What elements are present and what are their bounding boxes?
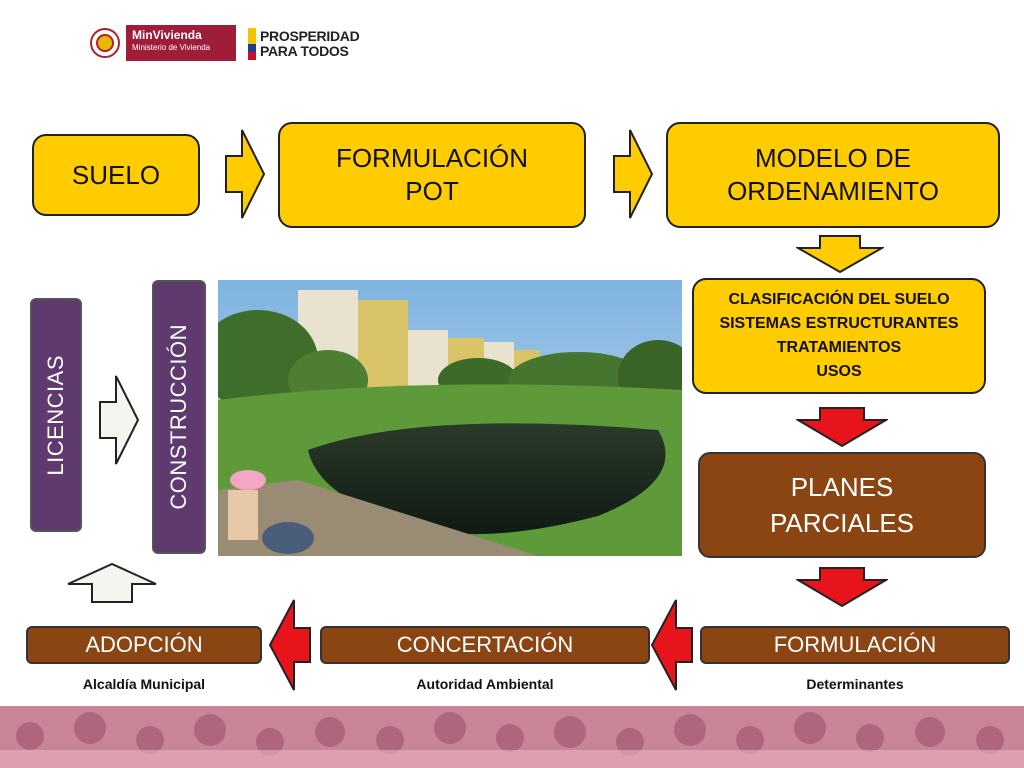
licencias-box: LICENCIAS	[30, 298, 82, 532]
adopcion-label: ADOPCIÓN	[85, 632, 203, 657]
suelo-box: SUELO	[32, 134, 200, 216]
prosperidad-logo: PROSPERIDAD PARA TODOS	[248, 26, 380, 62]
construccion-label: CONSTRUCCIÓN	[166, 324, 191, 510]
minvivienda-badge: MinVivienda Ministerio de Vivienda	[126, 25, 236, 61]
red-arrow-down-icon	[796, 567, 888, 608]
determinantes-caption: Determinantes	[806, 676, 904, 692]
clasificacion-line3: TRATAMIENTOS	[776, 339, 902, 356]
prosperidad-line1: PROSPERIDAD	[260, 28, 360, 44]
adopcion-box: ADOPCIÓN	[26, 626, 262, 664]
housing-project-photo	[218, 280, 682, 556]
arrow-right-icon	[613, 129, 654, 219]
minvivienda-subtitle: Ministerio de Vivienda	[132, 43, 211, 52]
modelo-line1: MODELO DE	[754, 143, 912, 173]
arrow-right-icon	[225, 129, 266, 219]
construccion-box: CONSTRUCCIÓN	[152, 280, 206, 554]
formulacion-pot-line1: FORMULACIÓN	[335, 143, 529, 173]
planes-line2: PARCIALES	[769, 508, 914, 538]
red-arrow-down-icon	[796, 407, 888, 448]
clasificacion-box: CLASIFICACIÓN DEL SUELO SISTEMAS ESTRUCT…	[692, 278, 986, 394]
clasificacion-line2: SISTEMAS ESTRUCTURANTES	[719, 315, 959, 332]
red-arrow-left-icon	[268, 599, 311, 691]
colombia-seal-icon	[90, 28, 120, 58]
alcaldia-caption: Alcaldía Municipal	[82, 676, 206, 692]
concertacion-box: CONCERTACIÓN	[320, 626, 650, 664]
formulacion-label: FORMULACIÓN	[773, 632, 937, 657]
planes-line1: PLANES	[790, 472, 894, 502]
formulacion-pot-line2: POT	[405, 176, 459, 206]
arrow-right-icon	[99, 375, 140, 465]
clasificacion-line4: USOS	[816, 363, 862, 380]
clasificacion-line1: CLASIFICACIÓN DEL SUELO	[728, 291, 950, 308]
arrow-up-icon	[67, 562, 157, 603]
modelo-line2: ORDENAMIENTO	[727, 176, 939, 206]
licencias-label: LICENCIAS	[43, 354, 68, 476]
autoridad-caption: Autoridad Ambiental	[416, 676, 554, 692]
planes-parciales-box: PLANES PARCIALES	[698, 452, 986, 558]
crowd-banner-image	[0, 706, 1024, 768]
colombia-flag-icon	[248, 28, 256, 60]
red-arrow-left-icon	[650, 599, 693, 691]
formulacion-box: FORMULACIÓN	[700, 626, 1010, 664]
formulacion-pot-box: FORMULACIÓN POT	[278, 122, 586, 228]
arrow-down-icon	[796, 235, 884, 274]
prosperidad-line2: PARA TODOS	[260, 43, 349, 59]
suelo-label: SUELO	[71, 159, 161, 190]
concertacion-label: CONCERTACIÓN	[396, 632, 574, 657]
modelo-ordenamiento-box: MODELO DE ORDENAMIENTO	[666, 122, 1000, 228]
minvivienda-logo: MinVivienda Ministerio de Vivienda	[90, 24, 240, 62]
minvivienda-name: MinVivienda	[132, 28, 202, 42]
